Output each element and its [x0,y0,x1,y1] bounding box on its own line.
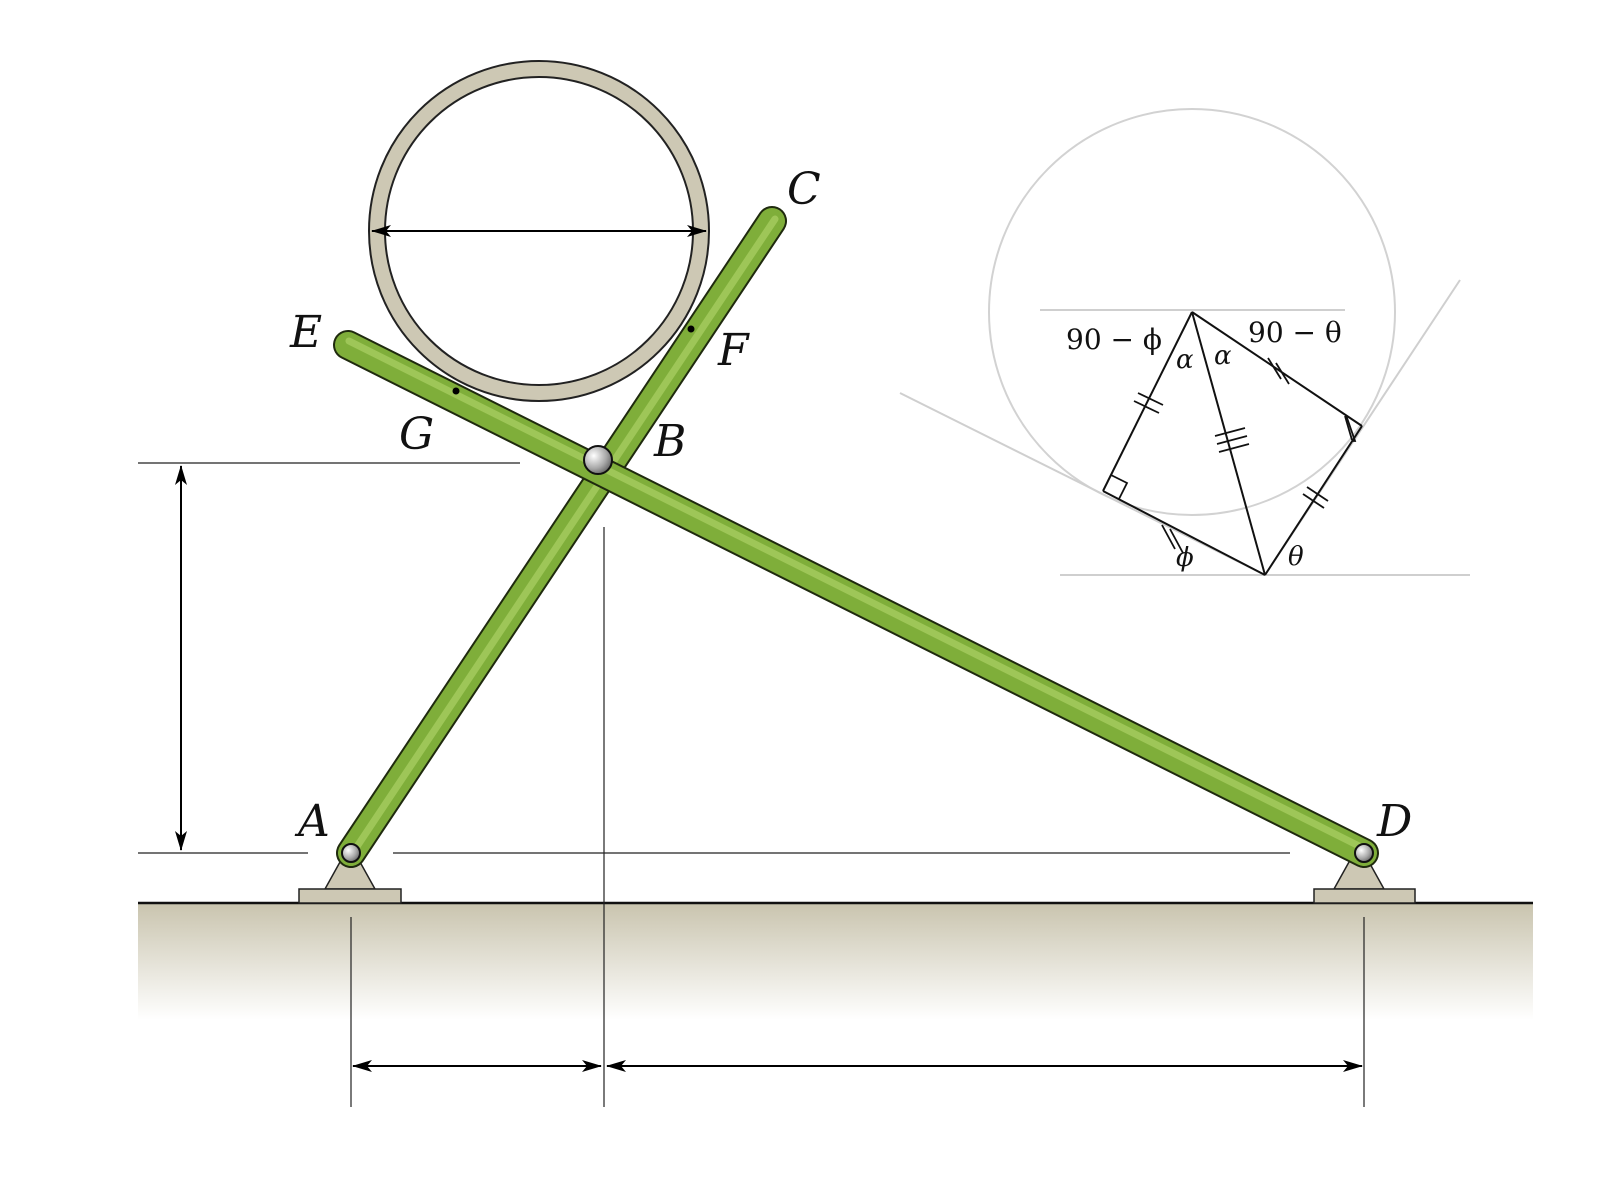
pin-d [1354,843,1374,863]
ground [138,901,1533,1020]
inset-label-alpha-left: α [1176,345,1194,375]
label-a: A [294,796,330,847]
rod-ac [336,206,787,868]
inset-label-alpha-right: α [1214,341,1232,371]
pin-a [341,843,361,863]
contact-point-f [687,325,695,333]
label-g: G [399,409,434,460]
support-d [1313,852,1416,904]
dimension-lines [138,462,1365,1107]
ground-fill [138,903,1533,1020]
contact-point-g [452,387,460,395]
inset-right-angle-marks [1110,414,1357,500]
label-c: C [787,164,821,215]
inset-tick-marks [1133,357,1329,554]
inset-label-90-minus-theta: 90 − θ [1248,316,1342,349]
inset-circle [988,108,1396,516]
inset-label-phi: ϕ [1176,543,1194,573]
pin-b [583,445,613,475]
rod-ed [333,330,1379,868]
inset-geometry: 90 − ϕ 90 − θ α α ϕ θ [899,108,1470,576]
label-d: D [1376,796,1412,847]
inset-label-90-minus-phi: 90 − ϕ [1066,323,1162,356]
label-f: F [717,325,750,376]
label-e: E [289,307,322,358]
support-a [298,852,402,904]
inset-label-theta: θ [1288,542,1304,572]
label-b: B [653,416,686,467]
